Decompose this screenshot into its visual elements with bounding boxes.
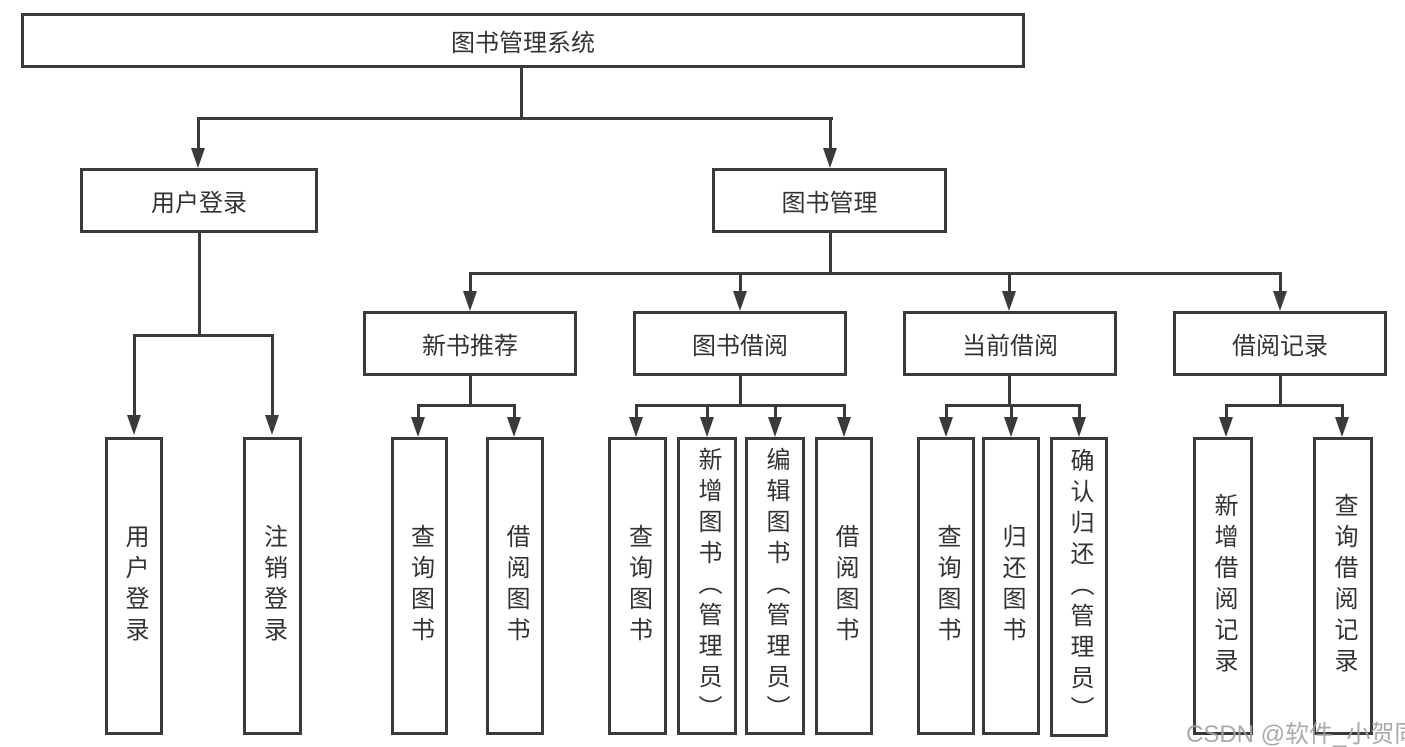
connector-drop [1341,404,1344,417]
node-label: 查询借阅记录 [1330,493,1357,679]
node-leaf-logout: 注销登录 [243,437,302,735]
node-library-management-system: 图书管理系统 [21,13,1025,68]
connector-root-stem [520,68,523,118]
connector-drop-leaf-logout [271,334,274,415]
node-label: 新增借阅记录 [1210,493,1237,679]
node-leaf-borrow-borrow: 借阅图书 [815,437,873,735]
node-label: 借阅记录 [1232,333,1328,360]
arrow-down-icon [1004,417,1018,437]
node-leaf-user-login: 用户登录 [105,437,163,735]
connector-drop [417,404,420,417]
node-current-borrow: 当前借阅 [903,311,1117,376]
arrow-down-icon [768,417,782,437]
arrow-down-icon [1072,417,1086,437]
connector-drop [1010,404,1013,417]
connector-root-rail [197,117,833,120]
node-new-book-recommend: 新书推荐 [363,311,577,376]
connector-drop [843,404,846,417]
arrow-down-icon [507,417,521,437]
node-label: 新书推荐 [422,333,518,360]
arrow-down-icon [1002,291,1016,311]
node-label: 注销登录 [259,524,287,648]
connector-drop-book-borrow [739,272,742,291]
connector-drop-book-mgmt [829,117,832,148]
arrow-down-icon [629,417,643,437]
connector-borrow-record-rail [1225,404,1344,407]
node-borrow-records: 借阅记录 [1173,311,1387,376]
connector-drop [513,404,516,417]
arrow-down-icon [700,417,714,437]
node-leaf-borrow-add-admin: 新增图书（管理员） [677,437,737,735]
arrow-down-icon [939,417,953,437]
connector-drop [1225,404,1228,417]
connector-current-borrow-stem [1008,376,1011,407]
arrow-down-icon [1335,417,1349,437]
node-user-login: 用户登录 [80,168,318,233]
arrow-down-icon [837,417,851,437]
connector-book-mgmt-stem [829,233,832,275]
connector-drop [635,404,638,417]
node-leaf-borrow-query: 查询图书 [608,437,667,735]
connector-drop-current-borrow [1008,272,1011,291]
arrow-down-icon [265,415,279,435]
node-label: 用户登录 [151,190,247,217]
node-label: 借阅图书 [502,524,529,648]
arrow-down-icon [733,291,747,311]
connector-drop-new-book [469,272,472,291]
connector-drop-leaf-user-login [133,334,136,415]
connector-user-login-stem [198,233,201,337]
node-leaf-record-add: 新增借阅记录 [1193,437,1253,735]
node-label: 图书管理系统 [451,30,595,57]
connector-book-borrow-stem [739,376,742,407]
arrow-down-icon [127,415,141,435]
connector-user-login-rail [133,334,274,337]
node-label: 当前借阅 [962,333,1058,360]
connector-drop [706,404,709,417]
arrow-down-icon [1273,291,1287,311]
connector-drop [774,404,777,417]
csdn-watermark: CSDN @软件_小贺同学 [1186,721,1405,747]
node-leaf-newbook-query: 查询图书 [391,437,448,735]
connector-drop [1078,404,1081,417]
node-leaf-newbook-borrow: 借阅图书 [486,437,544,735]
node-label: 确认归还（管理员） [1066,447,1093,727]
node-leaf-current-query: 查询图书 [917,437,975,735]
node-label: 编辑图书（管理员） [762,446,789,726]
node-label: 借阅图书 [831,524,858,648]
arrow-down-icon [1219,417,1233,437]
node-label: 新增图书（管理员） [694,446,721,726]
node-leaf-borrow-edit-admin: 编辑图书（管理员） [745,437,805,735]
node-book-management: 图书管理 [712,168,947,233]
node-label: 归还图书 [998,524,1025,648]
node-book-borrow: 图书借阅 [633,311,847,376]
arrow-down-icon [463,291,477,311]
arrow-down-icon [823,148,837,168]
node-label: 图书管理 [781,190,878,217]
node-label: 用户登录 [121,524,148,648]
node-leaf-current-confirm-admin: 确认归还（管理员） [1050,437,1108,737]
connector-book-borrow-rail [635,404,846,407]
node-label: 查询图书 [933,524,960,648]
connector-drop [945,404,948,417]
connector-drop-borrow-record [1279,272,1282,291]
node-leaf-record-query: 查询借阅记录 [1313,437,1373,735]
node-label: 图书借阅 [692,333,788,360]
connector-book-mgmt-rail [469,272,1282,275]
arrow-down-icon [191,148,205,168]
node-label: 查询图书 [406,524,434,648]
connector-borrow-record-stem [1279,376,1282,407]
connector-new-book-rail [417,404,516,407]
connector-current-borrow-rail [945,404,1081,407]
connector-drop-user-login [197,117,200,148]
connector-new-book-stem [469,376,472,407]
arrow-down-icon [411,417,425,437]
node-label: 查询图书 [624,524,652,648]
node-leaf-current-return: 归还图书 [982,437,1040,735]
